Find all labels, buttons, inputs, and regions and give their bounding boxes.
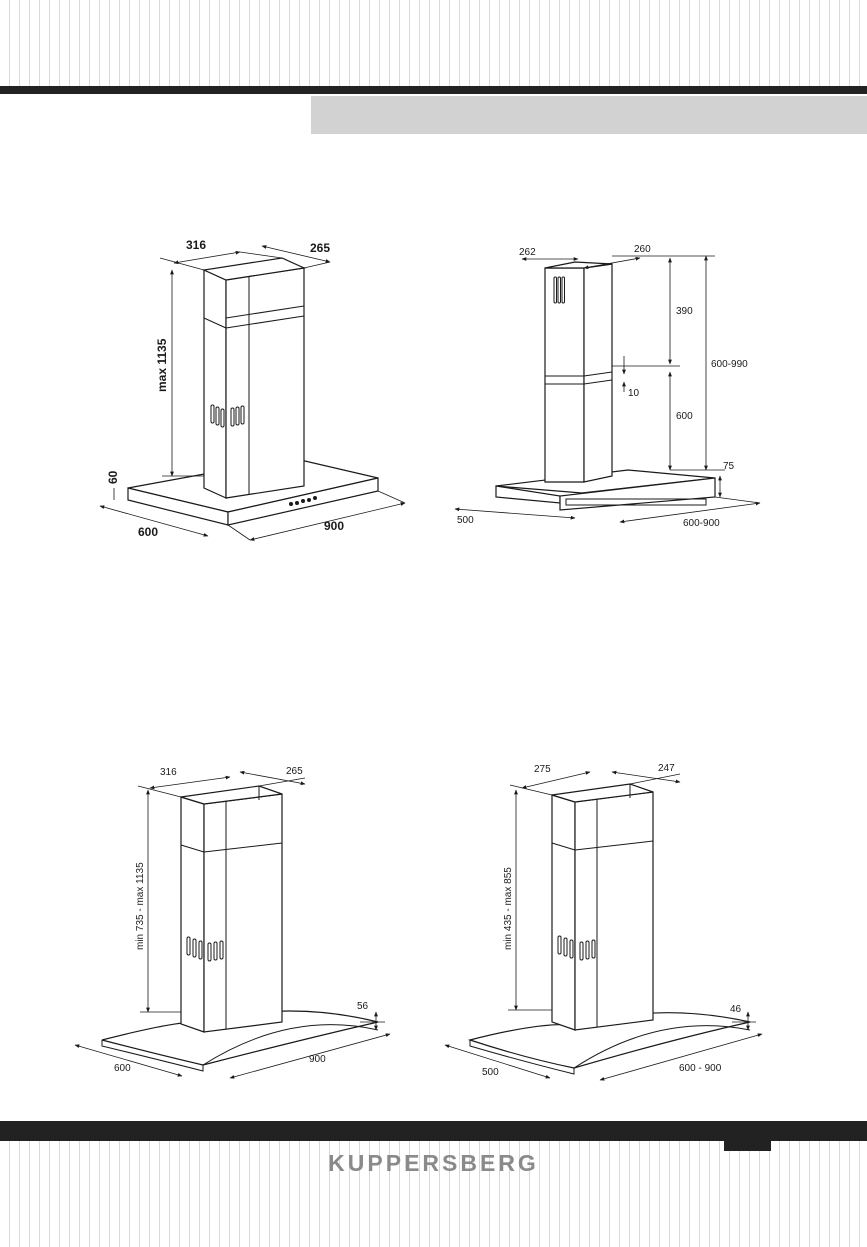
dim-width: 316 (160, 767, 177, 778)
dim-height: min 735 - max 1135 (135, 862, 146, 950)
dim-base-width: 900 (309, 1054, 326, 1065)
dim-thickness: 60 (106, 470, 120, 484)
vent-slots-icon (553, 276, 565, 304)
dim-width: 316 (186, 238, 206, 252)
hood-drawing-2: 262 260 390 10 600 600-990 75 500 600-90… (454, 244, 761, 529)
page-number-tab (724, 1141, 771, 1151)
hood-drawing-3: 316 265 min 735 - max 1135 56 600 900 (74, 766, 391, 1079)
dim-base-width: 900 (324, 519, 344, 533)
brand-logo: KUPPERSBERG (328, 1150, 539, 1176)
header-title-box (311, 96, 867, 134)
vent-slots-icon (557, 935, 596, 961)
dim-depth: 265 (286, 766, 303, 777)
dim-base-width: 600-900 (683, 518, 720, 529)
dim-thickness: 75 (723, 461, 735, 472)
dim-width: 262 (519, 247, 536, 258)
dim-gap: 10 (628, 388, 640, 399)
bottom-stripe-pattern (0, 1141, 867, 1247)
hood-drawing-4: 275 247 min 435 - max 855 46 500 600 - 9… (444, 763, 763, 1081)
vent-slots-icon (210, 404, 245, 428)
dim-base-depth: 600 (114, 1063, 131, 1074)
dim-base-depth: 500 (457, 515, 474, 526)
dim-thickness: 46 (730, 1004, 742, 1015)
top-rule (0, 86, 867, 94)
dim-thickness: 56 (357, 1001, 369, 1012)
dim-height: min 435 - max 855 (503, 867, 514, 950)
dim-lower: 600 (676, 411, 693, 422)
dim-base-depth: 600 (138, 525, 158, 539)
dim-base-width: 600 - 900 (679, 1063, 722, 1074)
dim-base-depth: 500 (482, 1067, 499, 1078)
top-stripe-pattern (0, 0, 867, 86)
dim-depth: 265 (310, 241, 330, 255)
dim-depth: 247 (658, 763, 675, 774)
dim-height-range: 600-990 (711, 359, 748, 370)
bottom-rule (0, 1121, 867, 1141)
dim-width: 275 (534, 764, 551, 775)
dim-height: max 1135 (155, 338, 169, 392)
vent-slots-icon (186, 936, 224, 962)
dim-depth: 260 (634, 244, 651, 255)
dim-upper: 390 (676, 306, 693, 317)
hood-drawing-1: 316 265 max 1135 60 600 900 (99, 238, 406, 541)
